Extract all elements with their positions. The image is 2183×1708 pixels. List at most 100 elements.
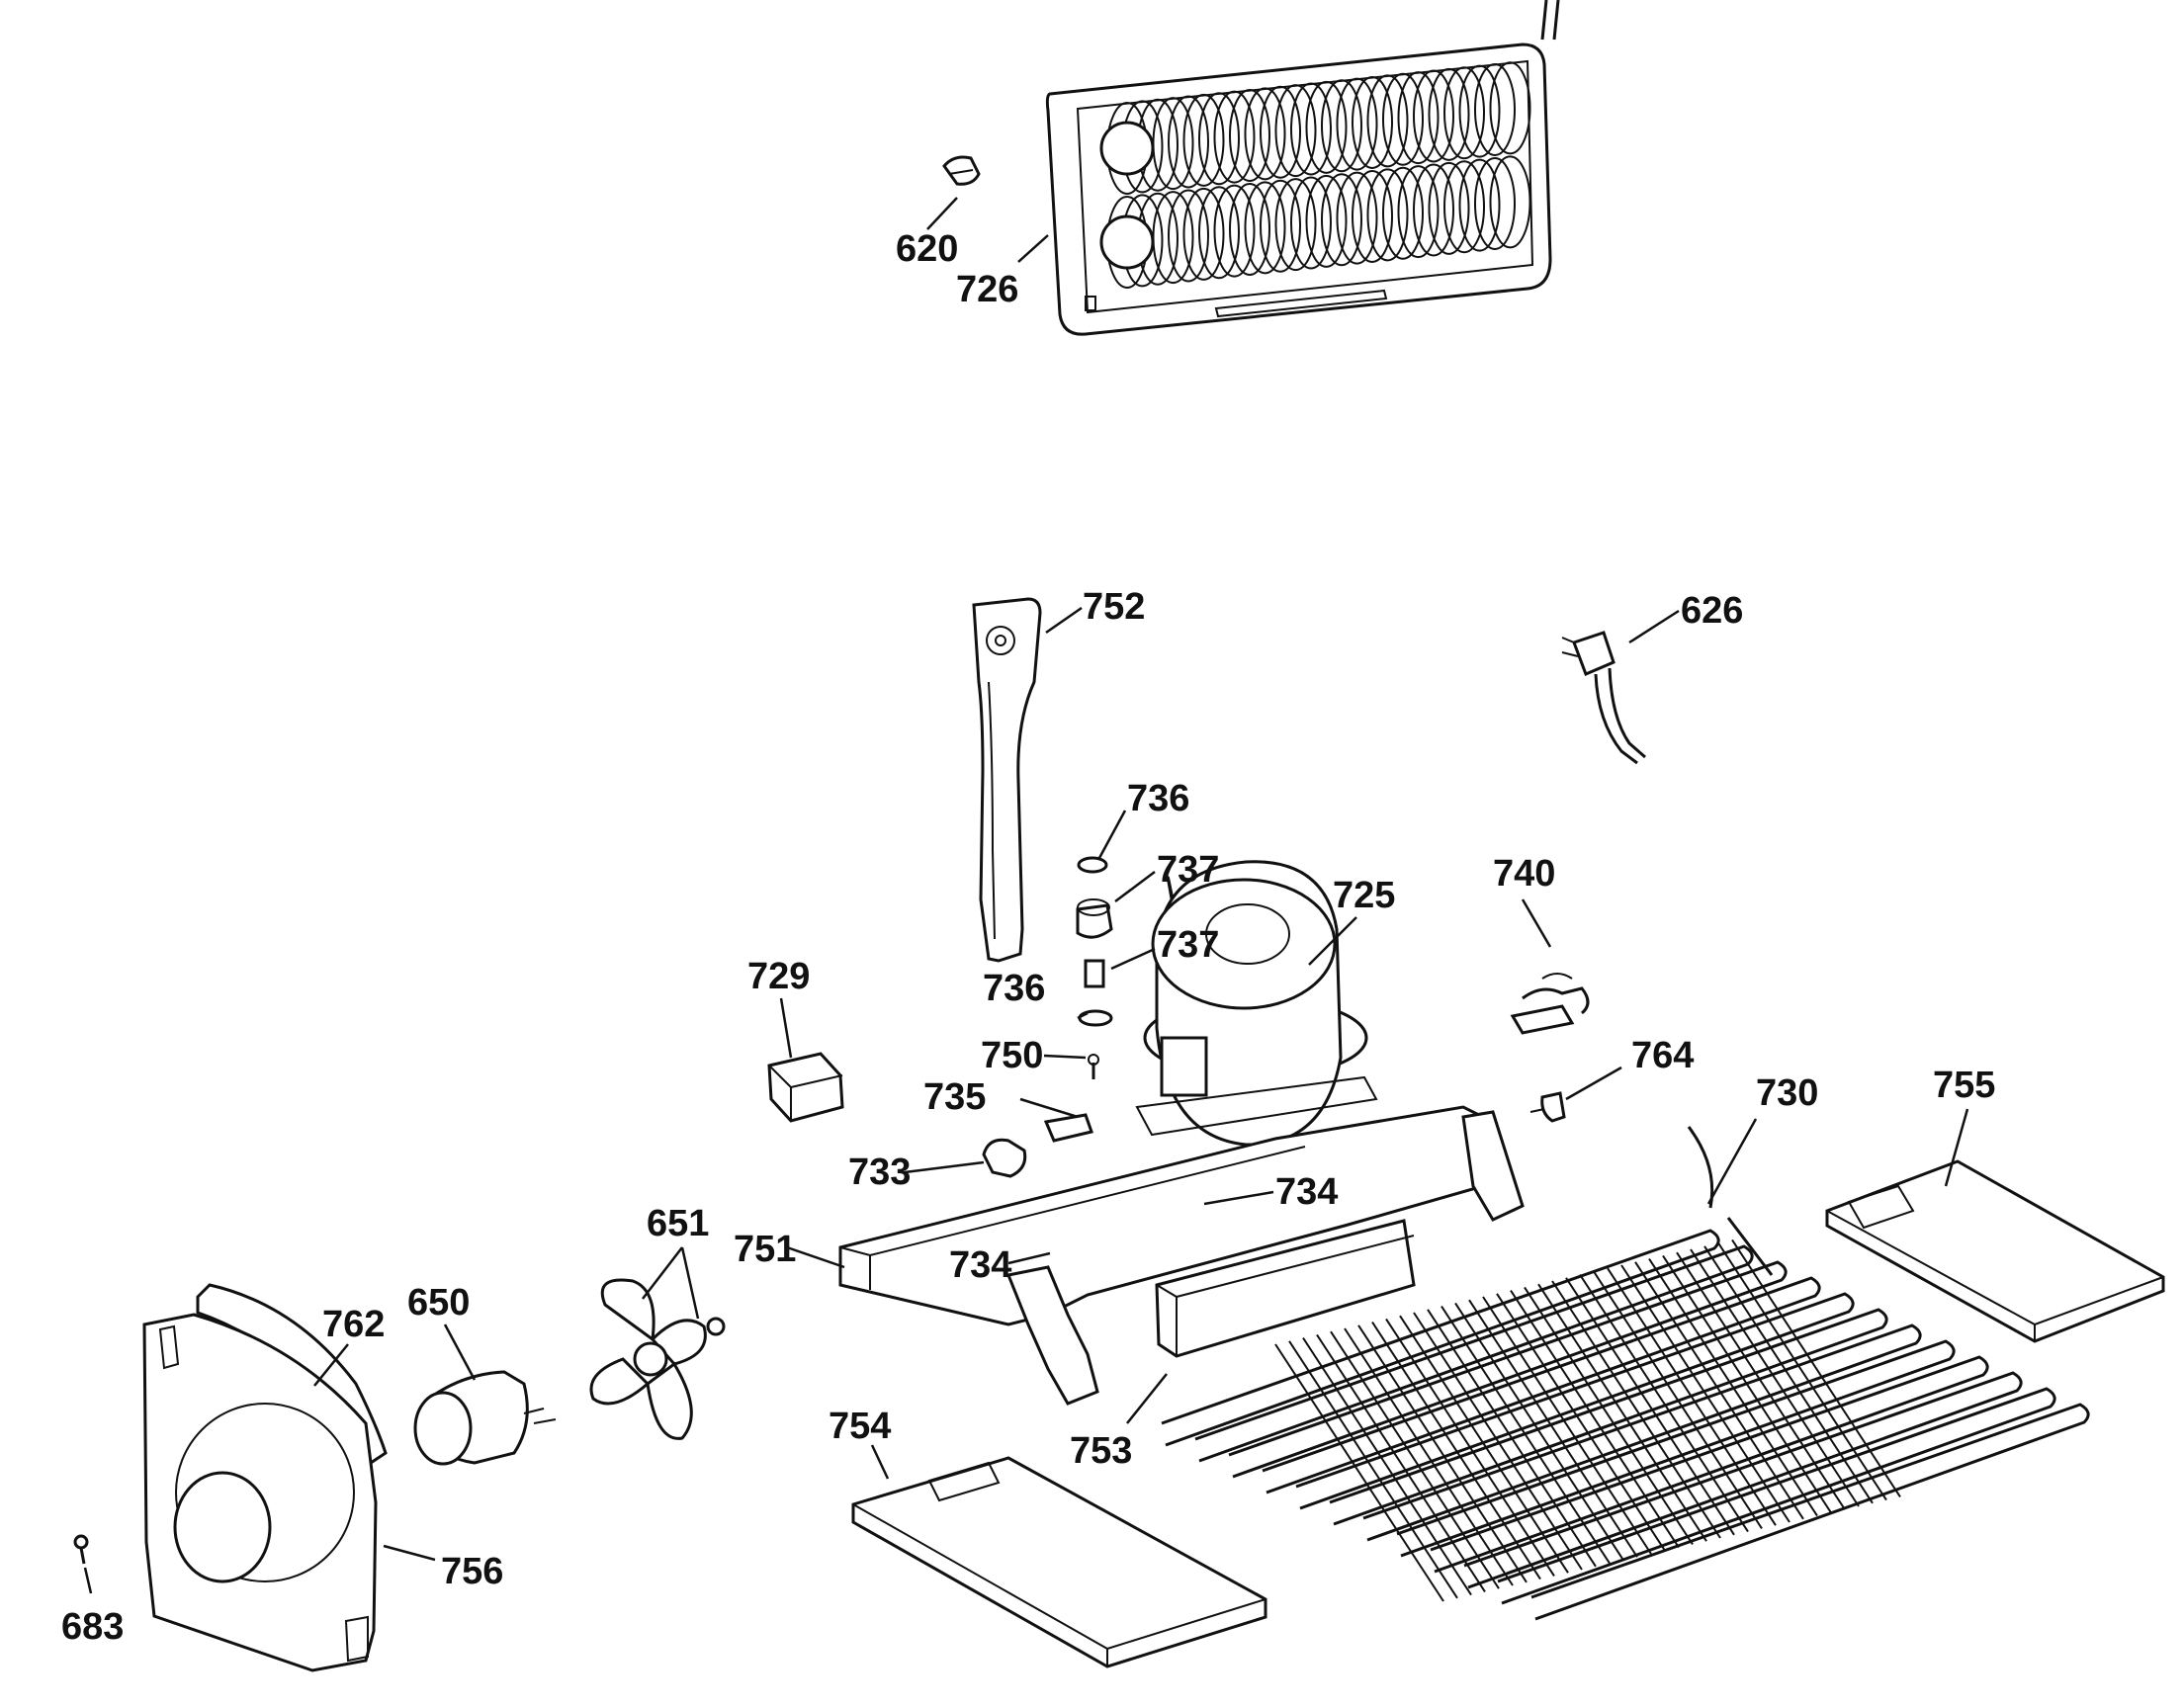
evaporator-coil-loop	[1443, 66, 1485, 160]
evaporator-coil-loop	[1182, 93, 1225, 187]
evaporator-coil-loop	[1198, 186, 1240, 280]
evaporator-coil-loop	[1213, 90, 1256, 184]
condenser-wire	[1357, 1324, 1528, 1583]
condenser-wire	[1690, 1248, 1860, 1507]
condenser-tube	[1430, 1355, 1989, 1574]
coil-end	[1099, 214, 1155, 270]
condenser-wire	[1593, 1270, 1763, 1529]
condenser-wire	[1565, 1277, 1735, 1536]
condenser-tube	[1228, 1260, 1788, 1479]
condenser-wire	[1344, 1327, 1514, 1586]
evaporator-coil-loop	[1352, 169, 1393, 263]
compressor-725	[1135, 860, 1378, 1147]
label-737-mid: 737	[1157, 924, 1219, 966]
evaporator-coil-loop	[1260, 85, 1301, 179]
evaporator-coil-loop	[1352, 75, 1393, 169]
overload-733	[982, 1138, 1027, 1178]
label-725: 725	[1333, 875, 1395, 916]
label-736-low: 736	[983, 968, 1045, 1009]
channel-753	[1155, 1219, 1416, 1358]
evaporator-coil-loop	[1321, 173, 1362, 267]
evaporator-coil-loop	[1428, 161, 1470, 255]
bracket-752	[972, 597, 1042, 963]
evaporator-coil-loop	[1182, 187, 1225, 281]
label-737-top: 737	[1157, 849, 1219, 891]
fan-shroud-756	[142, 1313, 378, 1672]
part-620	[942, 155, 981, 186]
condenser-wire	[1441, 1306, 1611, 1565]
evaporator-coil-loop	[1274, 84, 1317, 178]
evaporator-coil-loop	[1168, 189, 1209, 283]
condenser-tube	[1161, 1229, 1720, 1447]
evaporator-coil-loop	[1229, 88, 1270, 182]
condenser-tube	[1362, 1324, 1922, 1542]
label-755: 755	[1933, 1065, 1995, 1106]
evaporator-726	[1045, 0, 1560, 336]
label-683: 683	[61, 1606, 124, 1648]
condenser-wire	[1385, 1318, 1555, 1577]
evaporator-coil-loop	[1290, 82, 1332, 176]
condenser-wire	[1607, 1267, 1777, 1526]
evaporator-coil-loop	[1244, 87, 1286, 181]
condenser-wire	[1496, 1293, 1666, 1552]
condenser-wire	[1330, 1330, 1500, 1589]
clip-764	[1529, 1091, 1566, 1123]
condenser-wire	[1579, 1274, 1749, 1533]
label-650: 650	[407, 1282, 470, 1324]
clip-740	[1510, 973, 1590, 1035]
condenser-tube	[1463, 1371, 2023, 1589]
evaporator-coil-loop	[1443, 160, 1485, 254]
evaporator-coil-loop	[1198, 92, 1240, 186]
condenser-tube	[1329, 1308, 1888, 1526]
screw-683	[73, 1534, 89, 1565]
evaporator-coil-loop	[1229, 182, 1270, 276]
label-736-top: 736	[1127, 778, 1189, 819]
label-620: 620	[896, 228, 958, 270]
condenser-tube	[1295, 1292, 1855, 1510]
condenser-wire	[1274, 1343, 1444, 1602]
condenser-730	[1161, 1126, 2090, 1621]
evaporator-coil-loop	[1244, 181, 1286, 275]
label-752: 752	[1083, 586, 1145, 628]
condenser-wire	[1482, 1296, 1652, 1555]
condenser-tube	[1262, 1276, 1821, 1494]
label-726: 726	[956, 269, 1018, 310]
fan-motor-650	[413, 1370, 557, 1466]
evaporator-coil-loop	[1489, 61, 1531, 155]
label-751: 751	[734, 1229, 796, 1270]
condenser-wire	[1316, 1333, 1486, 1592]
panel-755	[1825, 1159, 2165, 1343]
evaporator-coil-loop	[1366, 74, 1409, 168]
label-733: 733	[848, 1152, 911, 1193]
condenser-wire	[1676, 1251, 1846, 1510]
label-735: 735	[923, 1076, 986, 1118]
relay-729	[767, 1052, 844, 1123]
condenser-wire	[1717, 1242, 1887, 1501]
evaporator-coil-loop	[1382, 166, 1424, 260]
evaporator-coil-loop	[1336, 77, 1378, 171]
condenser-wire	[1524, 1286, 1694, 1545]
evaporator-coil-loop	[1397, 165, 1440, 259]
evaporator-coil-loop	[1428, 67, 1470, 161]
evaporator-coil-loop	[1305, 174, 1348, 268]
condenser-tube	[1497, 1387, 2056, 1605]
label-734-right: 734	[1275, 1171, 1338, 1213]
grommet-stack	[1076, 856, 1113, 1079]
label-750: 750	[981, 1035, 1043, 1076]
evaporator-coil-loop	[1474, 156, 1516, 250]
condenser-wire	[1662, 1254, 1832, 1513]
evaporator-coil-loop	[1458, 158, 1501, 252]
condenser-wire	[1371, 1322, 1541, 1580]
label-651: 651	[647, 1203, 709, 1244]
condenser-wire	[1468, 1299, 1638, 1558]
power-cord-626	[1561, 631, 1646, 765]
evaporator-coil-loop	[1305, 80, 1348, 174]
evaporator-coil-loop	[1213, 184, 1256, 278]
label-754: 754	[829, 1406, 891, 1447]
condenser-wire	[1510, 1290, 1680, 1549]
condenser-wire	[1537, 1283, 1707, 1542]
evaporator-coil-loop	[1366, 168, 1409, 262]
condenser-wire	[1634, 1261, 1804, 1520]
evaporator-coil-loop	[1397, 71, 1440, 165]
